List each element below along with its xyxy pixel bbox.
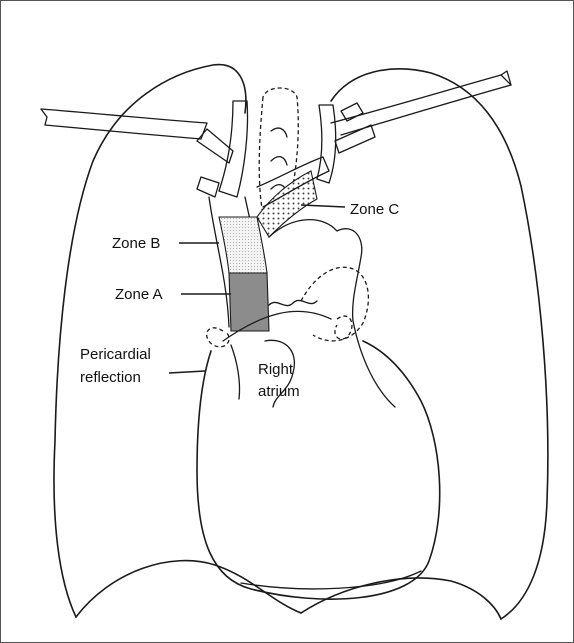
- right-diaphragm-outline: [76, 561, 301, 617]
- pericardial-leader: [169, 371, 205, 373]
- aortic-outline: [269, 220, 362, 321]
- zone-b-label: Zone B: [112, 234, 160, 253]
- pericardial-wavy-line: [269, 300, 317, 305]
- trachea-ring-2: [271, 157, 287, 165]
- zone-c-leader: [301, 205, 345, 207]
- pericardial-label-line2: reflection: [80, 368, 141, 387]
- descending-aorta: [353, 321, 395, 407]
- trachea-ring-1: [271, 128, 287, 137]
- pericardial-loop-left: [207, 328, 229, 347]
- zone-b-region: [219, 217, 267, 273]
- left-lung-outline: [331, 69, 548, 619]
- zone-c-label: Zone C: [350, 200, 399, 219]
- heart-outline: [197, 341, 440, 599]
- zone-a-region: [229, 273, 269, 331]
- left-small-branch: [341, 103, 363, 121]
- zone-a-label: Zone A: [115, 285, 163, 304]
- zone-c-region: [257, 171, 317, 237]
- right-small-branch: [197, 177, 219, 197]
- left-subclavian-branch: [335, 125, 375, 153]
- right-atrium-label-line2: atrium: [258, 382, 300, 401]
- pericardial-label-line1: Pericardial: [80, 345, 151, 364]
- left-jugular-vessel: [317, 105, 336, 183]
- clavicle-end-right: [41, 109, 47, 125]
- pericardial-loop-right: [335, 316, 352, 339]
- right-jugular-vessel: [219, 101, 248, 197]
- right-atrium-label-line1: Right: [258, 360, 293, 379]
- right-lung-outline: [54, 65, 246, 617]
